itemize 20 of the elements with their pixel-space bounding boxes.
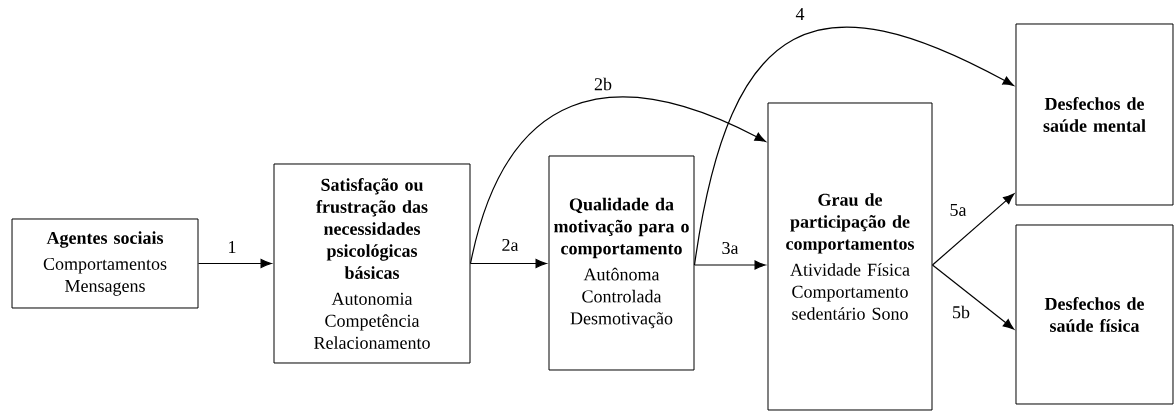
arrow	[469, 96, 766, 265]
process-box: Grau de participação de comportamentos Atividade Física Comportamento sedentário Sono	[767, 102, 933, 411]
arrow	[469, 258, 547, 269]
arrow	[197, 258, 272, 269]
edge-label: 5b	[951, 304, 971, 320]
outcome-box: Desfechos de saúde física	[1015, 224, 1174, 405]
edge-label: 2b	[593, 76, 613, 92]
edge-label: 5a	[948, 203, 968, 217]
edge-label: 2a	[500, 237, 520, 253]
process-box: Qualidade da motivação para o comportamento Autônoma Controlada Desmotivação	[548, 155, 695, 371]
process-box: Agentes sociais Comportamentos Mensagens	[11, 218, 199, 309]
arrow	[693, 260, 766, 270]
outcome-box: Desfechos de saúde mental	[1015, 23, 1174, 206]
process-box: Satisfação ou frustração das necessidades psicológicas básicas Autonomia Competência Relacionamento	[273, 163, 471, 364]
edge-label: 4	[794, 7, 806, 21]
edge-label: 1	[226, 240, 238, 254]
arrow	[931, 264, 1015, 330]
arrow	[693, 26, 1014, 266]
edge-label: 3a	[720, 240, 740, 256]
arrow	[931, 193, 1015, 266]
